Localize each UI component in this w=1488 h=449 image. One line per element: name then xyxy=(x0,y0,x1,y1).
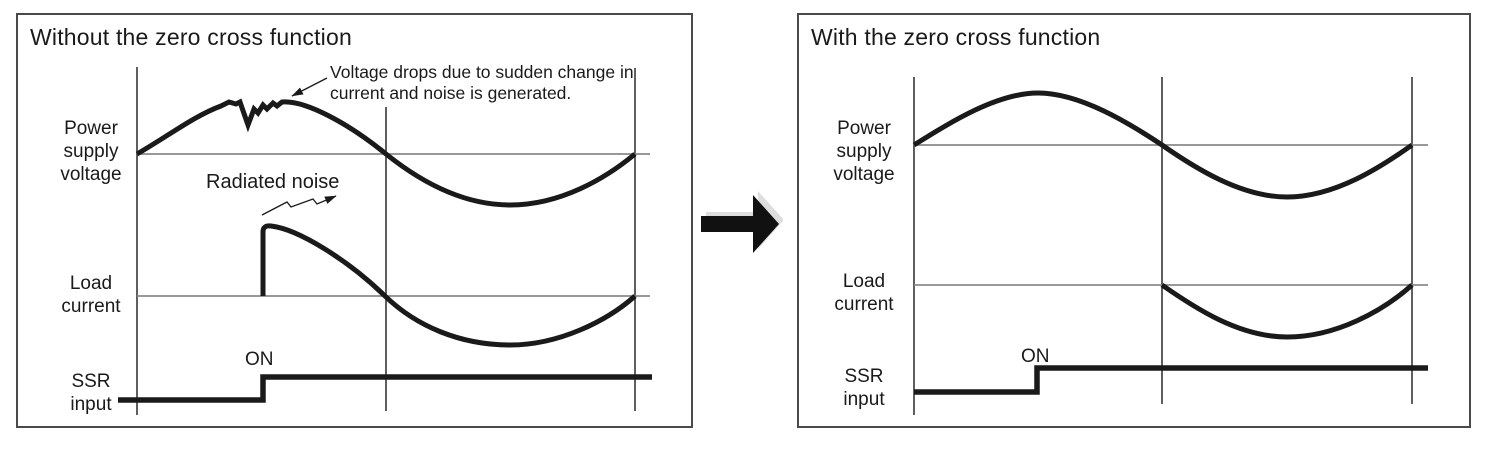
row-label-ssr-input: SSR input xyxy=(70,371,112,415)
voltage-drop-annotation: Voltage drops due to sudden change in cu… xyxy=(330,62,664,104)
panel-without-zero-cross: Without the zero cross function Voltage … xyxy=(16,13,693,428)
left-load-current-wave xyxy=(260,223,637,348)
radiated-noise-arrow xyxy=(261,195,337,216)
left-power-voltage-wave xyxy=(135,98,637,208)
radiated-noise-label: Radiated noise xyxy=(206,171,340,193)
right-arrow-icon xyxy=(701,191,783,253)
left-waveform-plot xyxy=(118,67,652,415)
panel-with-zero-cross: With the zero cross function Power suppl… xyxy=(797,13,1471,428)
row-label-power-supply-voltage: Power supply voltage xyxy=(60,118,122,185)
row-label-load-current: Load current xyxy=(61,273,121,317)
on-label: ON xyxy=(1021,346,1050,367)
row-label-power-supply-voltage: Power supply voltage xyxy=(833,118,895,185)
right-ssr-input-wave xyxy=(914,365,1428,395)
row-label-ssr-input: SSR input xyxy=(843,366,885,410)
left-ssr-input-wave xyxy=(118,374,652,403)
voltage-drop-arrow xyxy=(291,77,328,97)
panel-title: Without the zero cross function xyxy=(30,24,352,50)
row-label-load-current: Load current xyxy=(834,271,894,315)
annotation-line: current and noise is generated. xyxy=(330,83,572,103)
panel-title: With the zero cross function xyxy=(811,24,1101,50)
on-label: ON xyxy=(245,349,274,370)
right-power-voltage-wave xyxy=(912,90,1414,200)
arrow-body xyxy=(701,195,779,253)
annotation-line: Voltage drops due to sudden change in xyxy=(330,62,634,82)
right-waveform-plot xyxy=(912,77,1428,415)
right-load-current-wave xyxy=(1160,282,1414,340)
